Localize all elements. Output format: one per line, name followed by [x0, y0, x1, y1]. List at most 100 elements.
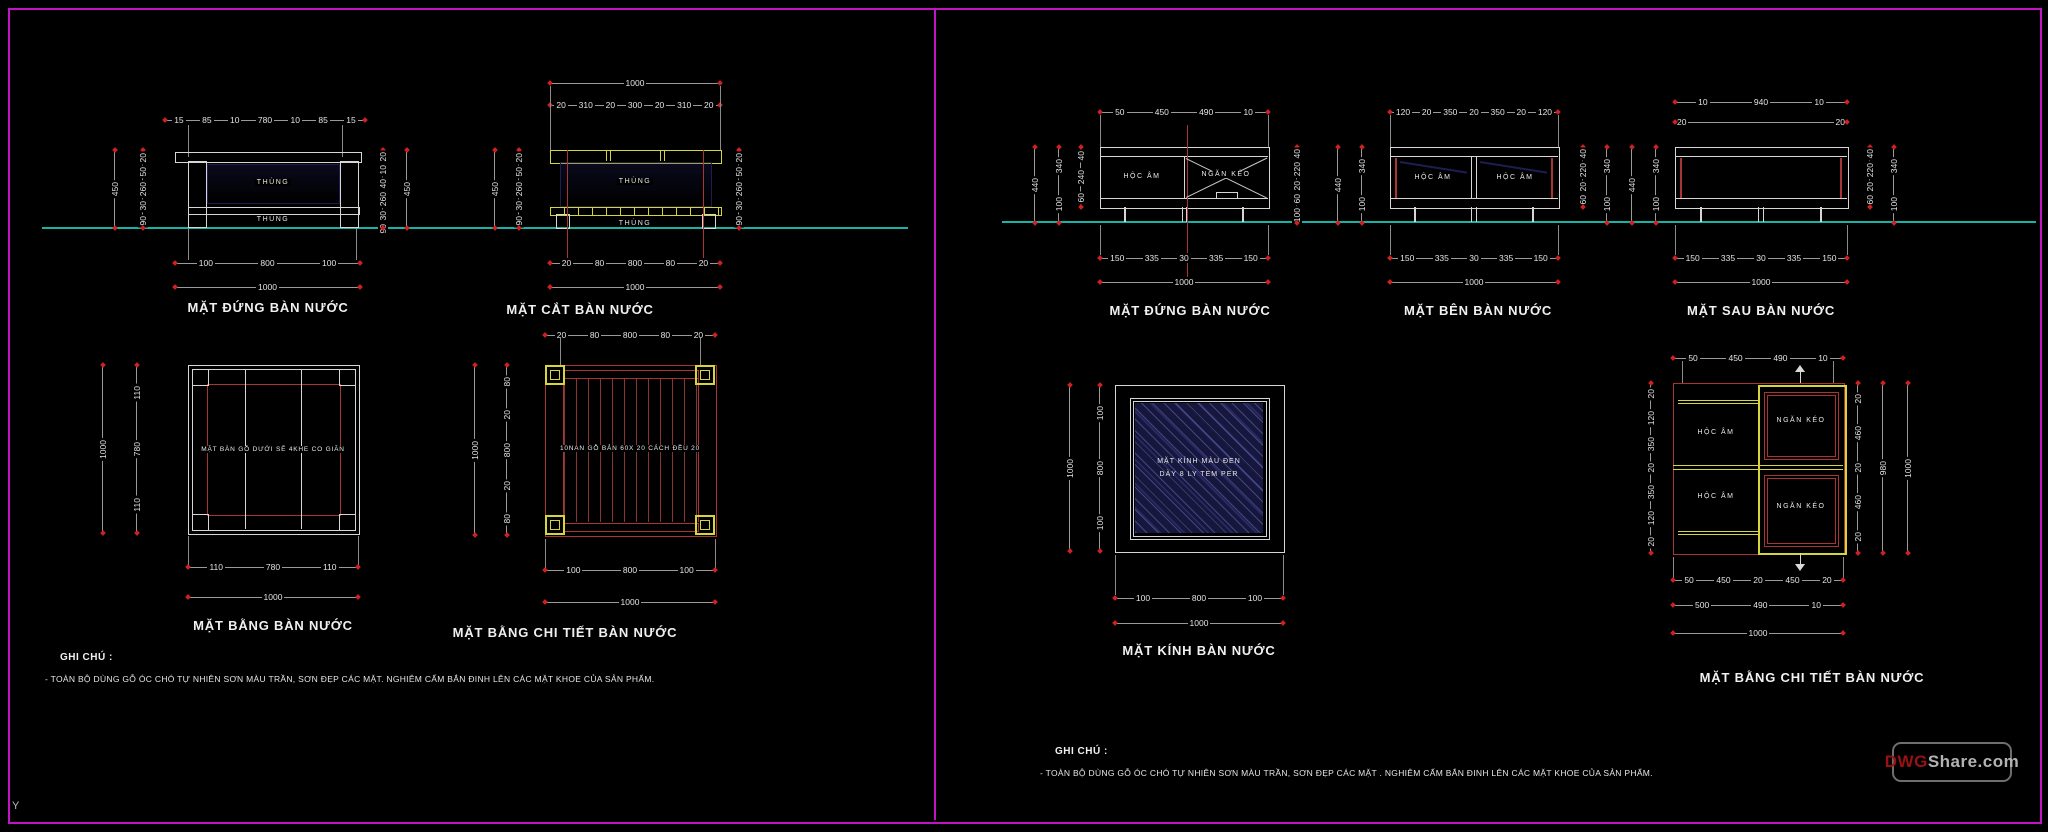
dim-value: 220: [1578, 160, 1588, 180]
dim-value: 20: [696, 258, 711, 268]
sheet-divider: [934, 8, 936, 820]
dim-col-left-outer: 1000: [470, 365, 480, 535]
dim-value: 150: [1683, 253, 1702, 263]
dim-value: 80: [592, 258, 607, 268]
extension-line: [1100, 115, 1101, 147]
dim-value: 120: [1393, 107, 1413, 117]
dim-value: 30: [1467, 253, 1481, 263]
view-title: MẶT KÍNH BÀN NƯỚC: [1122, 643, 1276, 658]
extension-line: [1682, 361, 1683, 383]
box-label: THÙNG: [254, 216, 292, 223]
drawer-box-1: [1764, 392, 1839, 460]
dim-value: 20: [1820, 575, 1834, 585]
sectioned-shelf: [550, 207, 722, 216]
dim-value: 90: [138, 213, 148, 228]
dim-row-total: 1000: [1390, 277, 1558, 287]
dim-value: 30: [514, 199, 524, 213]
glass-frame-inner: [1133, 401, 1267, 537]
extension-line: [1833, 361, 1834, 383]
view-glass-plan: MẶT KÍNH MÀU ĐEN DÀY 8 LY TEM PER 1000 1…: [1040, 355, 1360, 665]
dim-value: 20: [1419, 107, 1434, 117]
table-leg-right: [702, 214, 716, 229]
leg-line: [1124, 207, 1126, 222]
dim-value: 20: [691, 330, 706, 340]
dim-value: 10: [288, 115, 302, 125]
leg-line: [1242, 207, 1244, 222]
leg-corner: [339, 369, 356, 386]
dim-value: 30: [138, 199, 148, 213]
leg-corner-yellow: [695, 365, 715, 385]
dim-value: 20: [378, 150, 388, 164]
dim-value: 1000: [256, 282, 279, 292]
dim-value: 80: [587, 330, 602, 340]
dim-value: 20: [559, 258, 574, 268]
dim-value: 110: [132, 496, 142, 514]
dim-row-total: 1000: [1115, 618, 1283, 628]
extension-line: [1390, 115, 1391, 147]
plan-label: MẶT BÀN GỖ DƯỚI SẼ 4KHE CO GIÃN: [199, 446, 347, 453]
dim-value: 20: [1853, 530, 1863, 544]
dim-value: 20: [1751, 575, 1765, 585]
plan-inner: [192, 369, 356, 531]
extension-line: [358, 536, 359, 566]
dim-value: 150: [1820, 253, 1839, 263]
dim-value: 260: [138, 179, 148, 199]
extension-line: [1675, 225, 1676, 255]
dim-value: 50: [1686, 353, 1700, 363]
dim-value: 90: [514, 213, 524, 228]
dim-value: 90: [734, 213, 744, 228]
dim-value: 30: [734, 199, 744, 213]
red-extension-line: [703, 150, 704, 262]
dim-value: 20: [138, 150, 148, 165]
arrow-stem: [1800, 553, 1801, 565]
dim-value: 440: [1030, 175, 1040, 195]
dim-value: 260: [734, 179, 744, 199]
dim-value: 30: [1177, 253, 1191, 263]
dim-value: 120: [1646, 509, 1656, 528]
dim-value: 20: [554, 100, 568, 110]
glass-label-2: DÀY 8 LY TEM PER: [1159, 471, 1239, 478]
dim-value: 940: [1751, 97, 1771, 107]
dim-value: 10: [1241, 107, 1255, 117]
dim-value: 220: [1865, 160, 1875, 180]
dim-value: 1000: [618, 597, 642, 607]
dim-value: 20: [1292, 178, 1302, 193]
drawer-box-1-inner: [1767, 395, 1836, 457]
leg-corner: [339, 514, 356, 531]
dim-value: 220: [1292, 160, 1302, 179]
drawer-frame: [1758, 385, 1847, 555]
sectioned-top-frame: [550, 150, 722, 164]
bottom-rail-line: [1675, 198, 1847, 199]
dim-value: 20: [1646, 387, 1656, 401]
dim-row-total: 1000: [1673, 628, 1843, 638]
dim-value: 100: [320, 258, 339, 268]
dim-value: 100: [1651, 194, 1661, 214]
extension-line: [1847, 225, 1848, 255]
dim-value: 110: [320, 562, 339, 572]
leg-line: [1763, 207, 1764, 222]
dim-value: 110: [132, 384, 142, 402]
compartment-label: HỘC ÂM: [1121, 173, 1163, 180]
red-extension-line: [567, 150, 568, 262]
dim-value: 1000: [470, 438, 480, 462]
dim-value: 40: [1865, 147, 1875, 161]
dim-value: 20: [1646, 535, 1656, 549]
dim-value: 1000: [1462, 277, 1486, 287]
dim-value: 50: [514, 165, 524, 179]
dim-value: 350: [1488, 107, 1507, 117]
dim-value: 40: [1292, 147, 1302, 161]
leg-through-red: [1840, 158, 1842, 198]
dim-value: 20: [1853, 392, 1863, 406]
